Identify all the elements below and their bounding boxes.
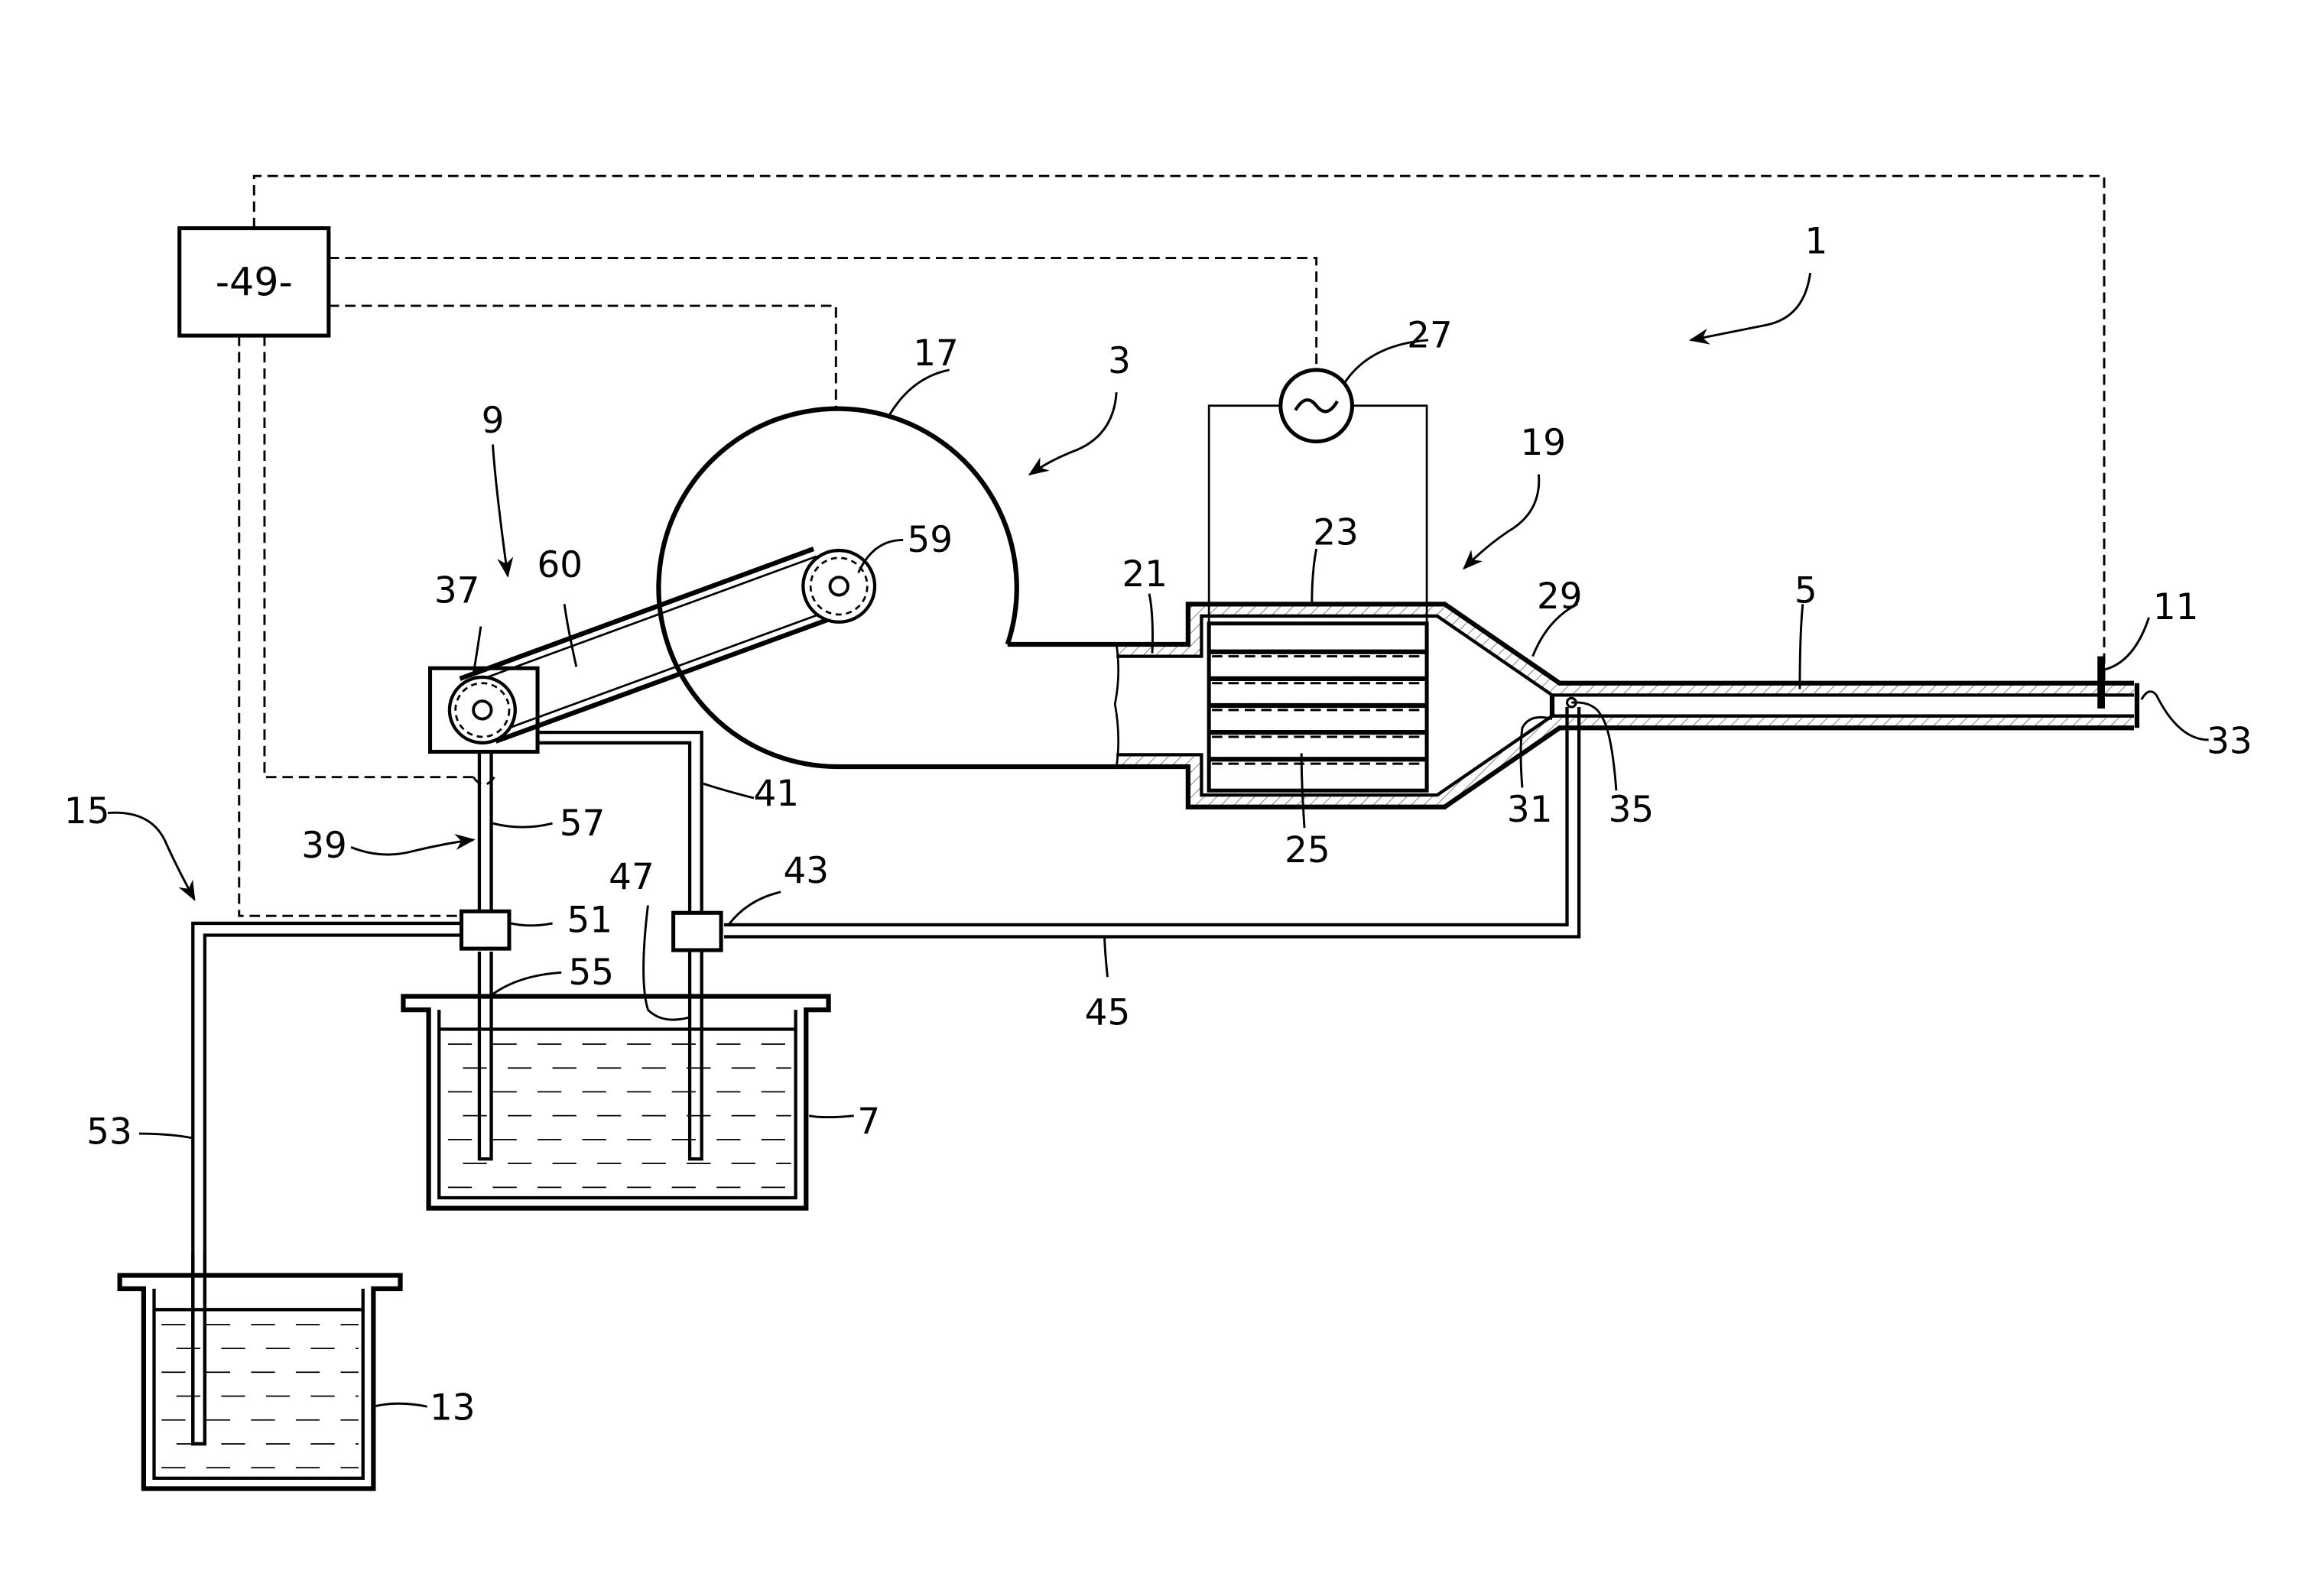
valve-43[interactable] [671, 910, 723, 952]
power-wire-left [1207, 404, 1281, 624]
transfer-tube-53 [191, 921, 462, 1446]
label-60: 60 [538, 545, 583, 586]
ac-sine-icon [1294, 398, 1339, 414]
leader-lines [107, 272, 2209, 1408]
control-signal-lines [238, 174, 2106, 917]
label-41: 41 [753, 774, 799, 815]
supply-line-41-outer [538, 730, 703, 915]
label-11: 11 [2153, 587, 2199, 628]
tank-7-liquid [447, 1043, 791, 1189]
signal-line-housing [328, 304, 837, 407]
label-7: 7 [857, 1101, 880, 1143]
signal-line-valve-supply [263, 336, 474, 779]
label-33: 33 [2207, 721, 2252, 762]
treatment-device-19 [1116, 368, 2140, 809]
belt-60 [459, 547, 859, 744]
label-45: 45 [1085, 993, 1131, 1034]
valve-51[interactable] [459, 909, 512, 951]
pulley-59 [801, 548, 877, 624]
return-line-45-inner [723, 706, 1581, 939]
label-37: 37 [434, 570, 480, 611]
electrode-plates [1209, 649, 1427, 765]
housing-outline [656, 406, 1117, 770]
inlet-break-line [1113, 644, 1120, 767]
signal-line-power-supply [328, 257, 1318, 373]
label-27: 27 [1407, 316, 1453, 357]
casing-wall-hatch-bottom [1116, 715, 2135, 807]
liquid-lines [191, 706, 1581, 1446]
tank-13-liquid [161, 1323, 359, 1469]
tank-7 [401, 994, 831, 1211]
label-51: 51 [567, 900, 613, 942]
controller-49[interactable]: -49- [177, 226, 331, 338]
label-35: 35 [1609, 790, 1655, 831]
tube-55 [477, 951, 493, 1161]
label-19: 19 [1520, 423, 1566, 464]
dip-tube-47 [687, 951, 703, 1161]
label-47: 47 [609, 857, 654, 898]
supply-line-41-inner [538, 741, 692, 915]
label-5: 5 [1794, 570, 1817, 611]
label-21: 21 [1122, 554, 1168, 595]
label-43: 43 [784, 851, 830, 892]
label-39: 39 [301, 826, 347, 867]
label-57: 57 [560, 803, 606, 845]
tank-13 [117, 1273, 403, 1491]
return-line-45-outer [723, 706, 1569, 927]
label-59: 59 [907, 520, 953, 561]
label-53: 53 [86, 1112, 132, 1153]
power-wire-right [1352, 404, 1428, 624]
signal-line-valve-transfer [238, 336, 463, 917]
label-15: 15 [64, 791, 110, 832]
label-31: 31 [1507, 790, 1553, 831]
label-29: 29 [1537, 576, 1583, 618]
label-17: 17 [913, 333, 959, 375]
controller-box[interactable] [177, 226, 331, 338]
motor-shaft [472, 699, 493, 721]
belt-drive-9 [428, 547, 877, 754]
signal-line-sensor [252, 174, 2106, 683]
label-23: 23 [1313, 512, 1359, 553]
controller-label: -49- [216, 259, 293, 304]
casing-wall-hatch-top [1116, 604, 2135, 696]
label-13: 13 [430, 1388, 476, 1429]
motor-pulley [447, 675, 517, 744]
pulley-inner [809, 556, 869, 616]
label-55: 55 [569, 952, 615, 994]
reference-labels: 1 3 5 7 9 11 13 15 17 19 21 23 25 27 29 … [64, 222, 2252, 1429]
label-9: 9 [482, 401, 505, 442]
label-25: 25 [1285, 830, 1330, 871]
housing-17 [656, 406, 1120, 770]
pulley-shaft [828, 576, 849, 597]
motor-pulley-inner [454, 682, 511, 738]
label-3: 3 [1108, 341, 1131, 382]
label-1: 1 [1804, 222, 1827, 263]
